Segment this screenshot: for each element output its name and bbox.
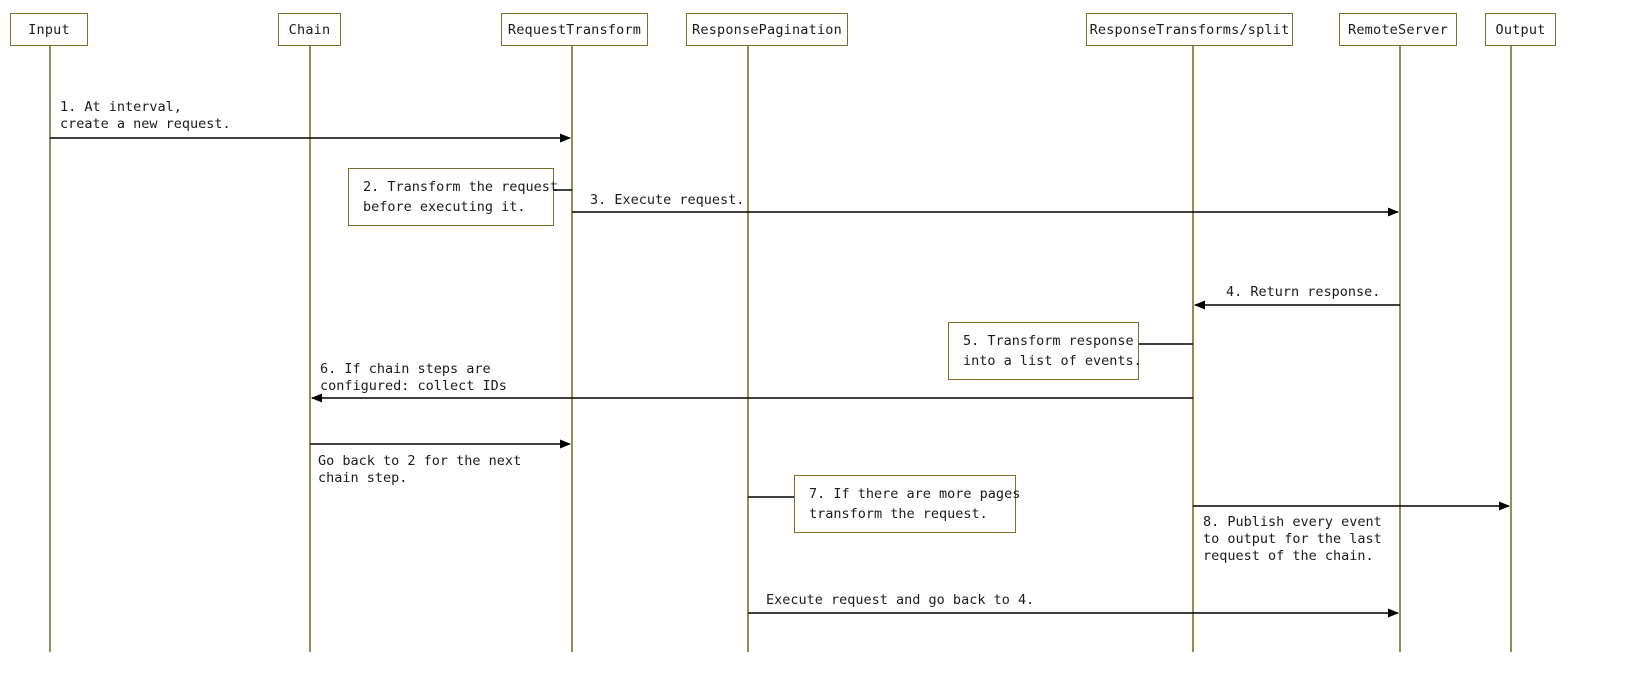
participant-label-resptrans: ResponseTransforms/split xyxy=(1089,21,1290,38)
message-label-m8: 8. Publish every event to output for the… xyxy=(1203,514,1382,564)
participant-box-chain: Chain xyxy=(278,13,341,46)
note-box-n7: 7. If there are more pages transform the… xyxy=(794,475,1020,533)
participant-box-input: Input xyxy=(10,13,88,46)
note-box-n2: 2. Transform the request before executin… xyxy=(348,168,558,226)
participant-label-respage: ResponsePagination xyxy=(692,21,842,38)
message-label-m1: 1. At interval, create a new request. xyxy=(60,99,231,132)
participant-box-output: Output xyxy=(1485,13,1556,46)
participant-label-output: Output xyxy=(1495,21,1546,38)
participant-box-remote: RemoteServer xyxy=(1339,13,1457,46)
message-label-m3: 3. Execute request. xyxy=(590,192,745,208)
participant-label-chain: Chain xyxy=(288,21,331,38)
participant-box-resptrans: ResponseTransforms/split xyxy=(1086,13,1293,46)
participant-box-respage: ResponsePagination xyxy=(686,13,848,46)
message-label-m4: 4. Return response. xyxy=(1226,284,1381,300)
message-label-m_exec: Execute request and go back to 4. xyxy=(766,592,1035,608)
participant-box-reqtrans: RequestTransform xyxy=(501,13,648,46)
participant-label-input: Input xyxy=(28,21,70,38)
lifelines-group xyxy=(49,46,1512,652)
message-label-m_goback: Go back to 2 for the next chain step. xyxy=(318,453,522,486)
participant-label-remote: RemoteServer xyxy=(1348,21,1448,38)
message-arrows-group xyxy=(50,133,1510,618)
message-label-m6: 6. If chain steps are configured: collec… xyxy=(320,361,507,394)
note-box-n5: 5. Transform response into a list of eve… xyxy=(948,322,1142,380)
participant-label-reqtrans: RequestTransform xyxy=(507,21,642,38)
note-connectors-group xyxy=(554,189,1193,498)
